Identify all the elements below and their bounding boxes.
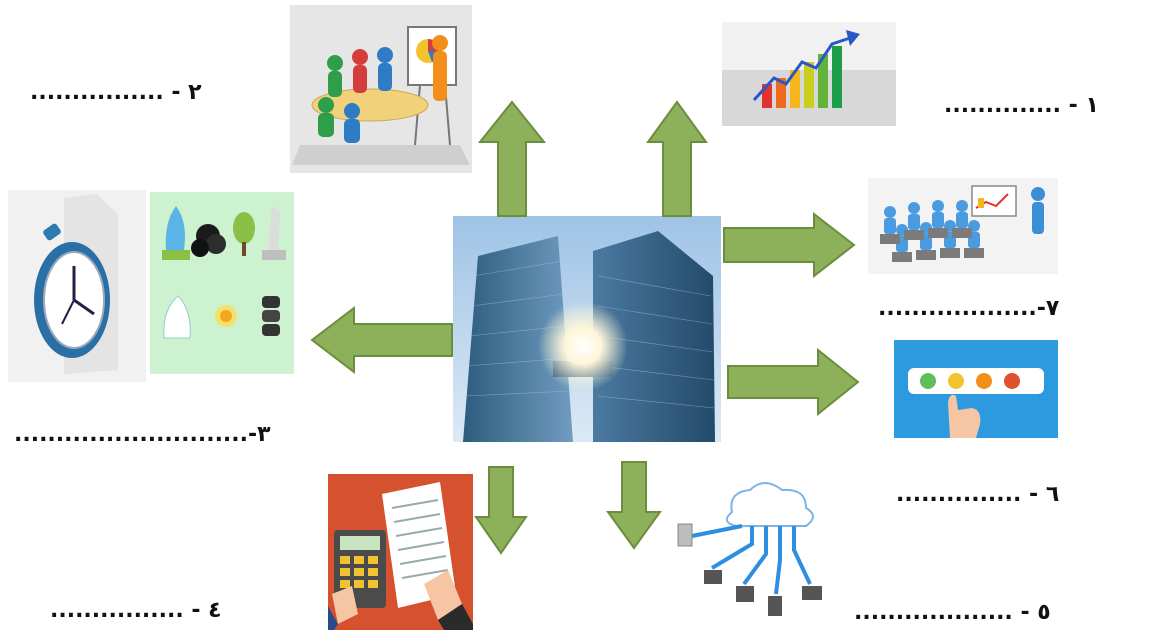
- arrow-down-left: [474, 466, 528, 555]
- arrow-right-bottom: [727, 348, 860, 416]
- label-4: ................ - ٤: [50, 598, 222, 623]
- calculator-invoice-image: [328, 474, 473, 630]
- label-1: .............. - ١: [944, 93, 1099, 118]
- arrow-left: [310, 306, 453, 374]
- arrow-right-top: [723, 212, 856, 278]
- natural-resources-image: [150, 192, 294, 374]
- center-skyscraper-image: [453, 216, 721, 442]
- label-5: ................... - ٥: [854, 600, 1051, 625]
- presentation-image: [868, 178, 1058, 274]
- feedback-rating-image: [894, 340, 1058, 438]
- stopwatch-image: [8, 190, 146, 382]
- label-3: ............................-٣: [14, 422, 271, 447]
- label-6: ............... - ٦: [896, 482, 1060, 507]
- arrow-up-right: [646, 100, 708, 217]
- label-7: ...................-٧: [878, 296, 1060, 321]
- arrow-up-left: [478, 100, 546, 217]
- cloud-network-image: [672, 474, 828, 620]
- label-2: ................ - ٢: [30, 80, 202, 105]
- meeting-image: [290, 5, 472, 173]
- arrow-down-right: [606, 461, 662, 550]
- growth-chart-image: [722, 22, 896, 126]
